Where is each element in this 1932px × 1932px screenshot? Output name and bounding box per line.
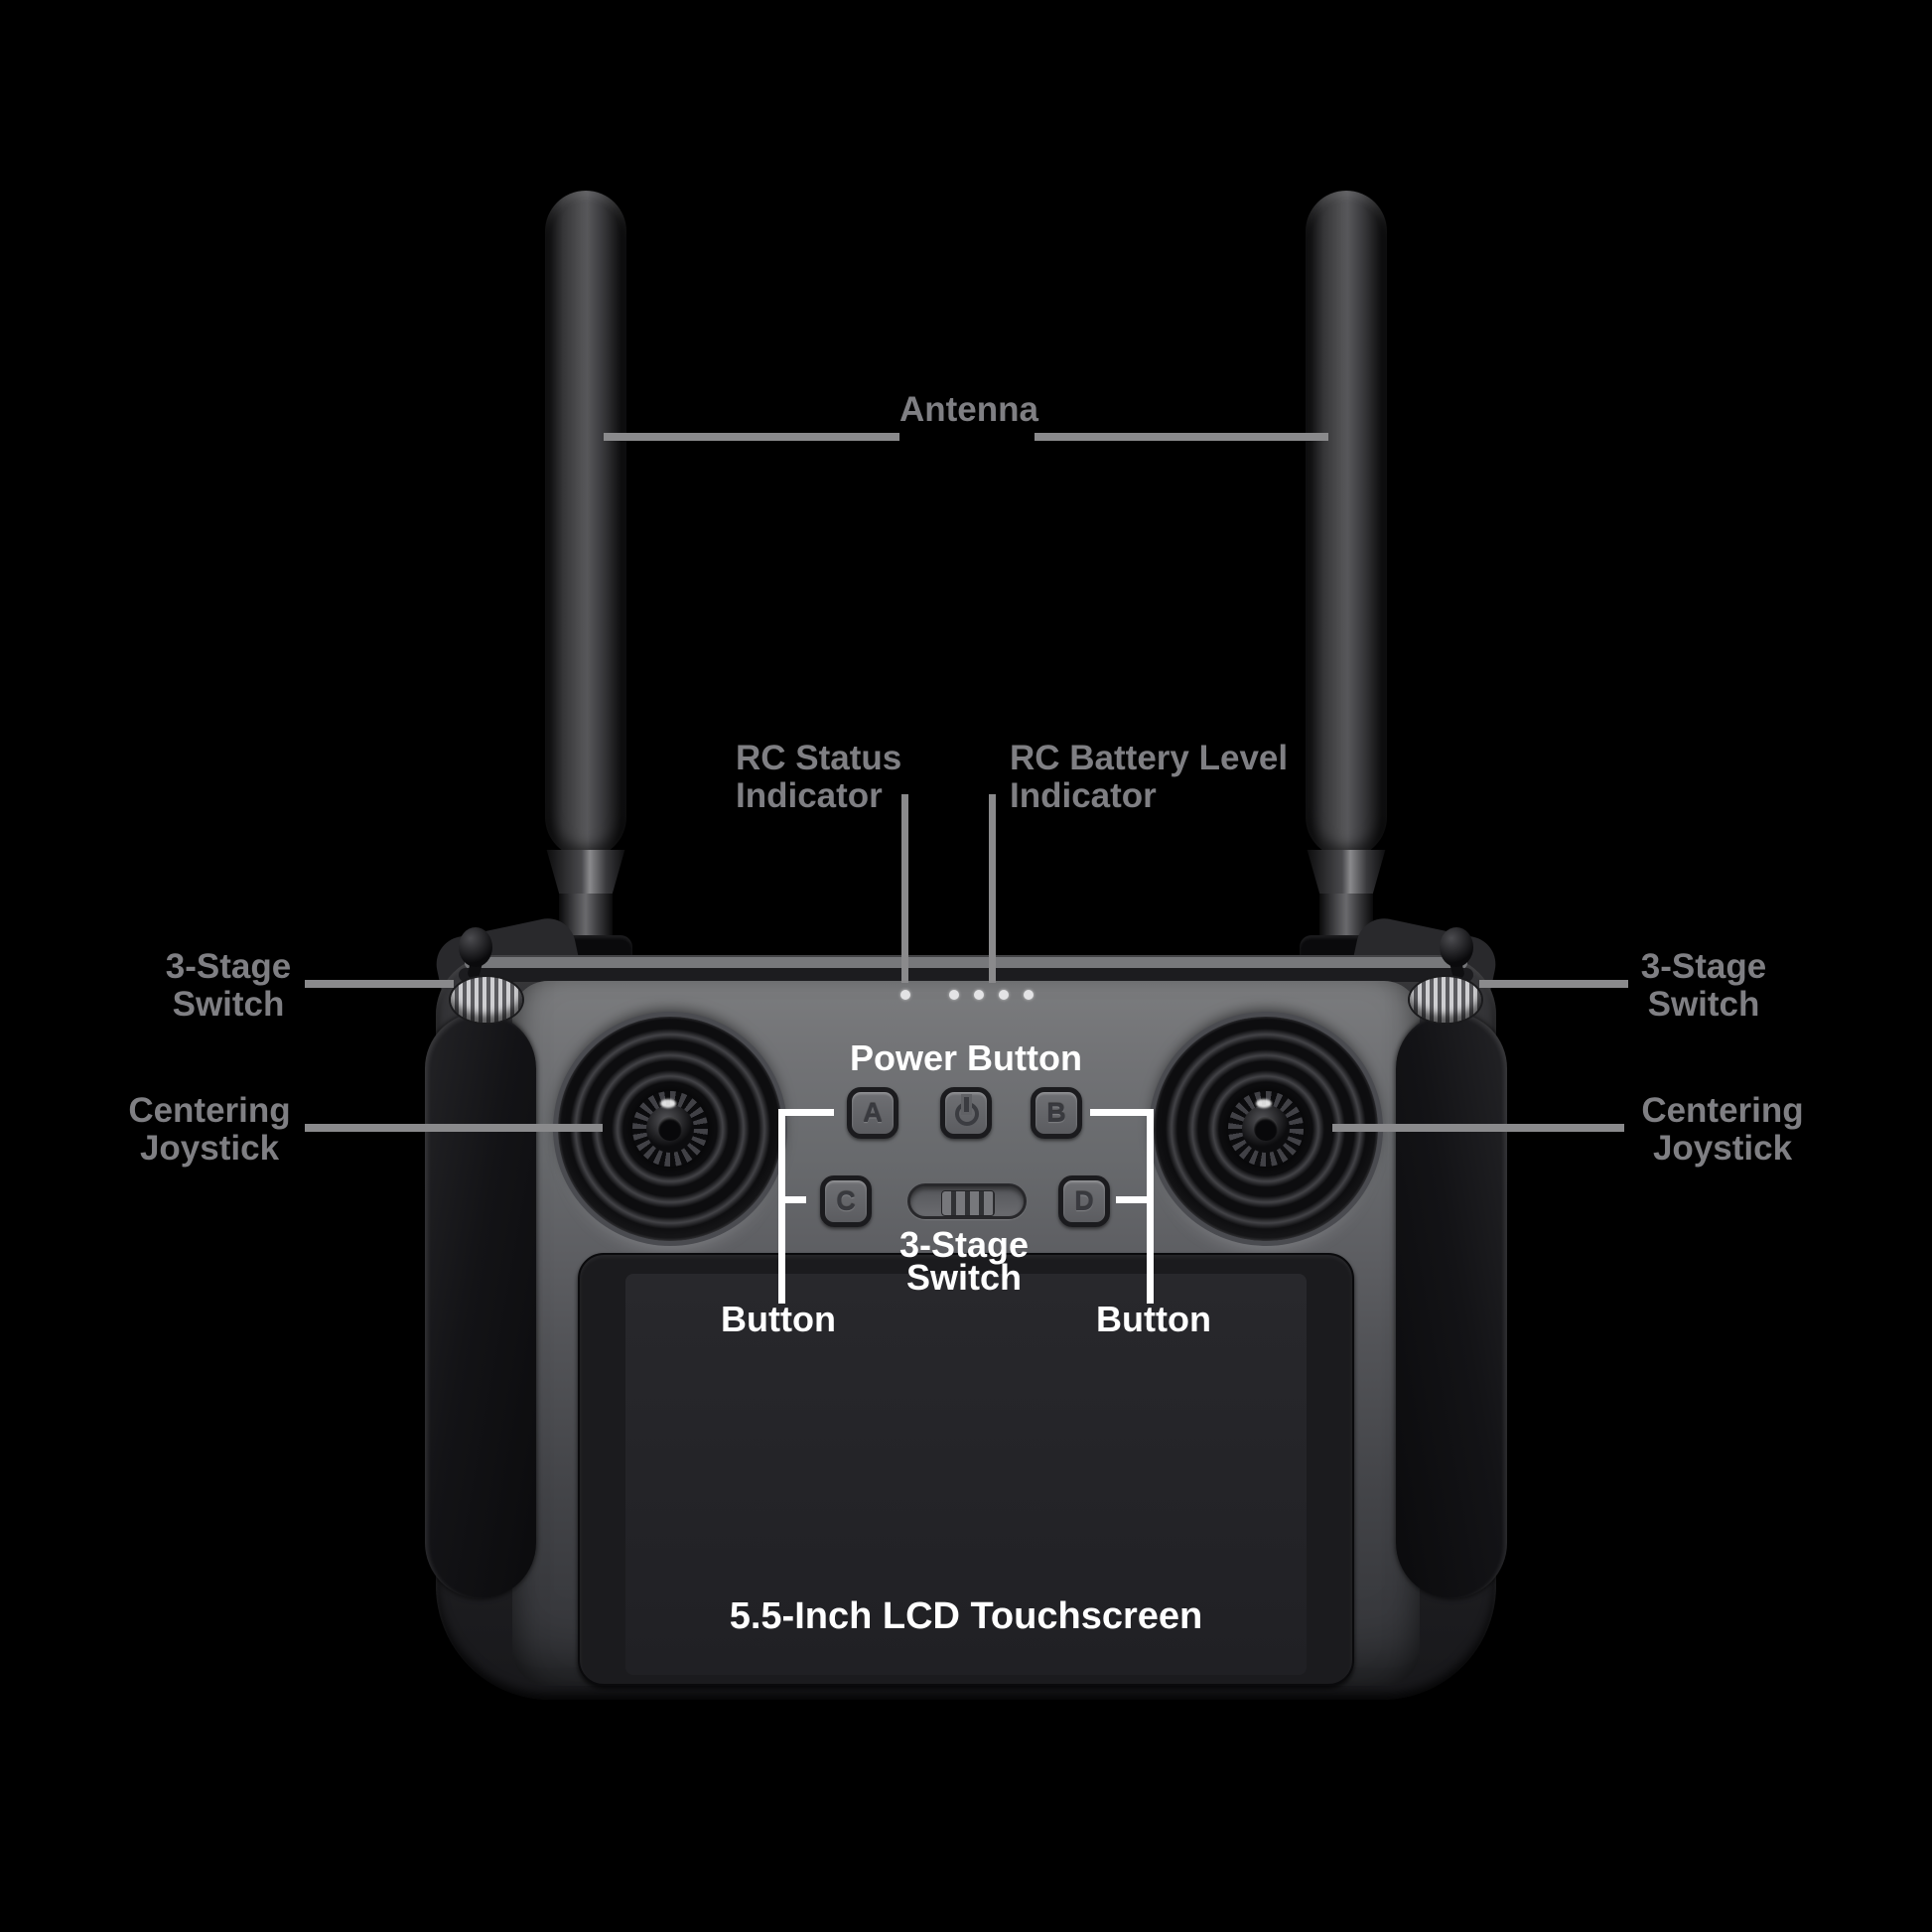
button-label-left: Button xyxy=(721,1299,836,1339)
three-stage-slider[interactable] xyxy=(907,1183,1027,1219)
rc-status-label-line2: Indicator xyxy=(736,776,883,815)
stage-switch-center-line2: Switch xyxy=(905,1257,1022,1298)
button-bracket-right-to-d xyxy=(1116,1196,1154,1203)
centering-label-left: Centering Joystick xyxy=(90,1092,329,1168)
joystick-right-cap xyxy=(1254,1117,1278,1141)
button-b[interactable]: B xyxy=(1031,1087,1082,1139)
centering-line-left xyxy=(305,1124,603,1132)
centering-left-line1: Centering xyxy=(128,1091,291,1130)
button-bracket-right xyxy=(1147,1109,1154,1304)
three-stage-slider-thumb[interactable] xyxy=(941,1190,995,1216)
stage-switch-left-line1: 3-Stage xyxy=(165,947,292,986)
stage-switch-right-line2: Switch xyxy=(1647,985,1760,1024)
button-d[interactable]: D xyxy=(1058,1175,1110,1227)
joystick-right[interactable] xyxy=(1154,1017,1378,1241)
button-bracket-right-to-b xyxy=(1090,1109,1154,1116)
antenna-right xyxy=(1306,191,1387,858)
body-top-edge xyxy=(465,957,1467,969)
stage-switch-line-right xyxy=(1479,980,1628,988)
stage-switch-line-left xyxy=(305,980,454,988)
stage-switch-label-right: 3-Stage Switch xyxy=(1604,948,1803,1024)
rc-status-line xyxy=(901,794,908,983)
rc-battery-label-line2: Indicator xyxy=(1010,776,1157,815)
toggle-switch-right-base xyxy=(1410,977,1481,1023)
antenna-left-taper xyxy=(546,850,625,901)
joystick-right-knob-core xyxy=(1242,1105,1290,1153)
stage-switch-right-line1: 3-Stage xyxy=(1640,947,1767,986)
rc-status-led xyxy=(900,990,910,1000)
joystick-left-cap xyxy=(658,1117,682,1141)
rc-battery-line xyxy=(989,794,996,983)
button-a[interactable]: A xyxy=(847,1087,898,1139)
antenna-label: Antenna xyxy=(899,390,1038,429)
button-label-right: Button xyxy=(1096,1299,1211,1339)
centering-right-line2: Joystick xyxy=(1652,1129,1793,1168)
touchscreen-label: 5.5-Inch LCD Touchscreen xyxy=(729,1595,1203,1637)
power-icon-bar xyxy=(964,1097,969,1112)
antenna-line-left xyxy=(604,433,899,441)
centering-left-line2: Joystick xyxy=(139,1129,280,1168)
toggle-switch-left-base xyxy=(451,977,522,1023)
rc-battery-label: RC Battery Level Indicator xyxy=(1010,740,1288,815)
button-bracket-left-to-c xyxy=(778,1196,806,1203)
rc-status-label-line1: RC Status xyxy=(736,739,902,777)
rc-battery-led-2 xyxy=(974,990,984,1000)
antenna-line-right xyxy=(1035,433,1328,441)
joystick-right-highlight xyxy=(1256,1099,1272,1108)
centering-line-right xyxy=(1332,1124,1624,1132)
joystick-left-knob[interactable] xyxy=(632,1091,708,1167)
joystick-left-highlight xyxy=(660,1099,676,1108)
centering-right-line1: Centering xyxy=(1641,1091,1804,1130)
hand-grip-left xyxy=(425,1013,536,1598)
stage-switch-center-label: 3-Stage Switch xyxy=(765,1224,1163,1298)
antenna-left xyxy=(545,191,626,858)
body-top-groove xyxy=(459,968,1473,982)
toggle-switch-right[interactable] xyxy=(1440,927,1473,967)
rc-battery-led-3 xyxy=(999,990,1009,1000)
lcd-display-area[interactable] xyxy=(625,1274,1307,1675)
stage-switch-left-line2: Switch xyxy=(172,985,285,1024)
power-button[interactable] xyxy=(940,1087,992,1139)
joystick-right-knob[interactable] xyxy=(1228,1091,1304,1167)
rc-battery-label-line1: RC Battery Level xyxy=(1010,739,1289,777)
stage-switch-label-left: 3-Stage Switch xyxy=(129,948,328,1024)
rc-status-label: RC Status Indicator xyxy=(736,740,901,815)
hand-grip-right xyxy=(1396,1013,1507,1598)
button-bracket-left xyxy=(778,1109,785,1304)
centering-label-right: Centering Joystick xyxy=(1603,1092,1842,1168)
joystick-left-knob-core xyxy=(646,1105,694,1153)
rc-battery-led-1 xyxy=(949,990,959,1000)
toggle-switch-left[interactable] xyxy=(459,927,492,967)
antenna-right-taper xyxy=(1307,850,1386,901)
stage-switch-center-line1: 3-Stage xyxy=(898,1224,1030,1265)
power-button-label: Power Button xyxy=(850,1037,1082,1078)
button-c[interactable]: C xyxy=(820,1175,872,1227)
button-bracket-left-to-a xyxy=(778,1109,834,1116)
rc-battery-led-4 xyxy=(1024,990,1034,1000)
